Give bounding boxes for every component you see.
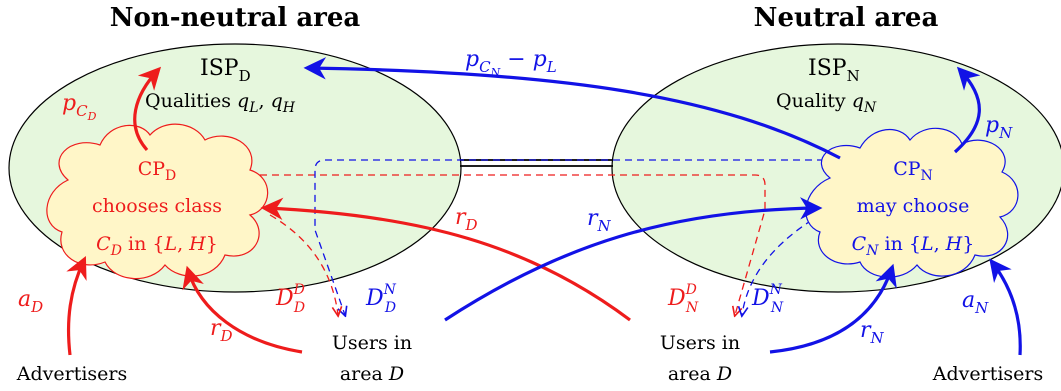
- cp-d-text: CPD chooses class CD in {L, H}: [92, 158, 222, 259]
- label-a-n: aN: [962, 288, 989, 317]
- arrow-r-d-top: [260, 197, 631, 322]
- isp-d-label: ISPD: [200, 56, 251, 85]
- cp-n-text: CPN may choose CN in {L, H}: [852, 158, 975, 259]
- label-r-d-bottom: rD: [210, 316, 233, 345]
- users-left-line1: Users in: [332, 332, 412, 354]
- isp-n-label: ISPN: [808, 56, 860, 85]
- flow-ddd-dashed: [269, 214, 338, 315]
- arrow-p-cd: [133, 66, 162, 152]
- right-area-title: Neutral area: [754, 3, 939, 33]
- label-r-n-top: rN: [587, 206, 612, 235]
- advertisers-right: Advertisers: [932, 363, 1043, 385]
- arrow-r-d-bottom: [182, 265, 303, 354]
- advertisers-left: Advertisers: [16, 363, 127, 385]
- left-area-title: Non-neutral area: [110, 3, 361, 33]
- cp-d-line3: CD in {L, H}: [96, 233, 218, 259]
- cp-d-line2: chooses class: [92, 195, 222, 217]
- label-a-d: aD: [18, 287, 43, 316]
- users-left-line2: area D: [340, 363, 404, 385]
- cp-d-name: CPD: [138, 158, 177, 184]
- label-r-d-top: rD: [455, 205, 478, 234]
- label-p-n: pN: [985, 113, 1013, 142]
- cp-n-line3: CN in {L, H}: [852, 233, 975, 259]
- flow-dnd-dashed: [248, 174, 766, 315]
- arrow-r-n-top: [444, 197, 823, 322]
- cp-n-cloud: [805, 127, 1019, 278]
- arrow-p-n: [953, 66, 981, 154]
- users-right-line1: Users in: [660, 332, 740, 354]
- label-p-cd: pCD: [62, 91, 97, 123]
- cp-n-line2: may choose: [857, 195, 970, 217]
- arrow-p-cn-minus-pl: [303, 57, 841, 160]
- label-p-cn-minus-pl: pCN − pL: [465, 47, 557, 79]
- cp-n-name: CPN: [893, 158, 933, 184]
- flow-ddn-dashed: [314, 159, 836, 315]
- label-r-n-bottom: rN: [860, 318, 885, 347]
- arrow-r-n-bottom: [769, 263, 897, 354]
- isp-d-qualities: Qualities qL, qH: [145, 90, 296, 116]
- users-right-line2: area D: [668, 363, 732, 385]
- arrow-a-n: [989, 258, 1022, 356]
- arrow-a-d: [66, 255, 87, 356]
- isp-n-quality: Quality qN: [776, 90, 877, 116]
- flow-dnn-dashed: [742, 219, 813, 315]
